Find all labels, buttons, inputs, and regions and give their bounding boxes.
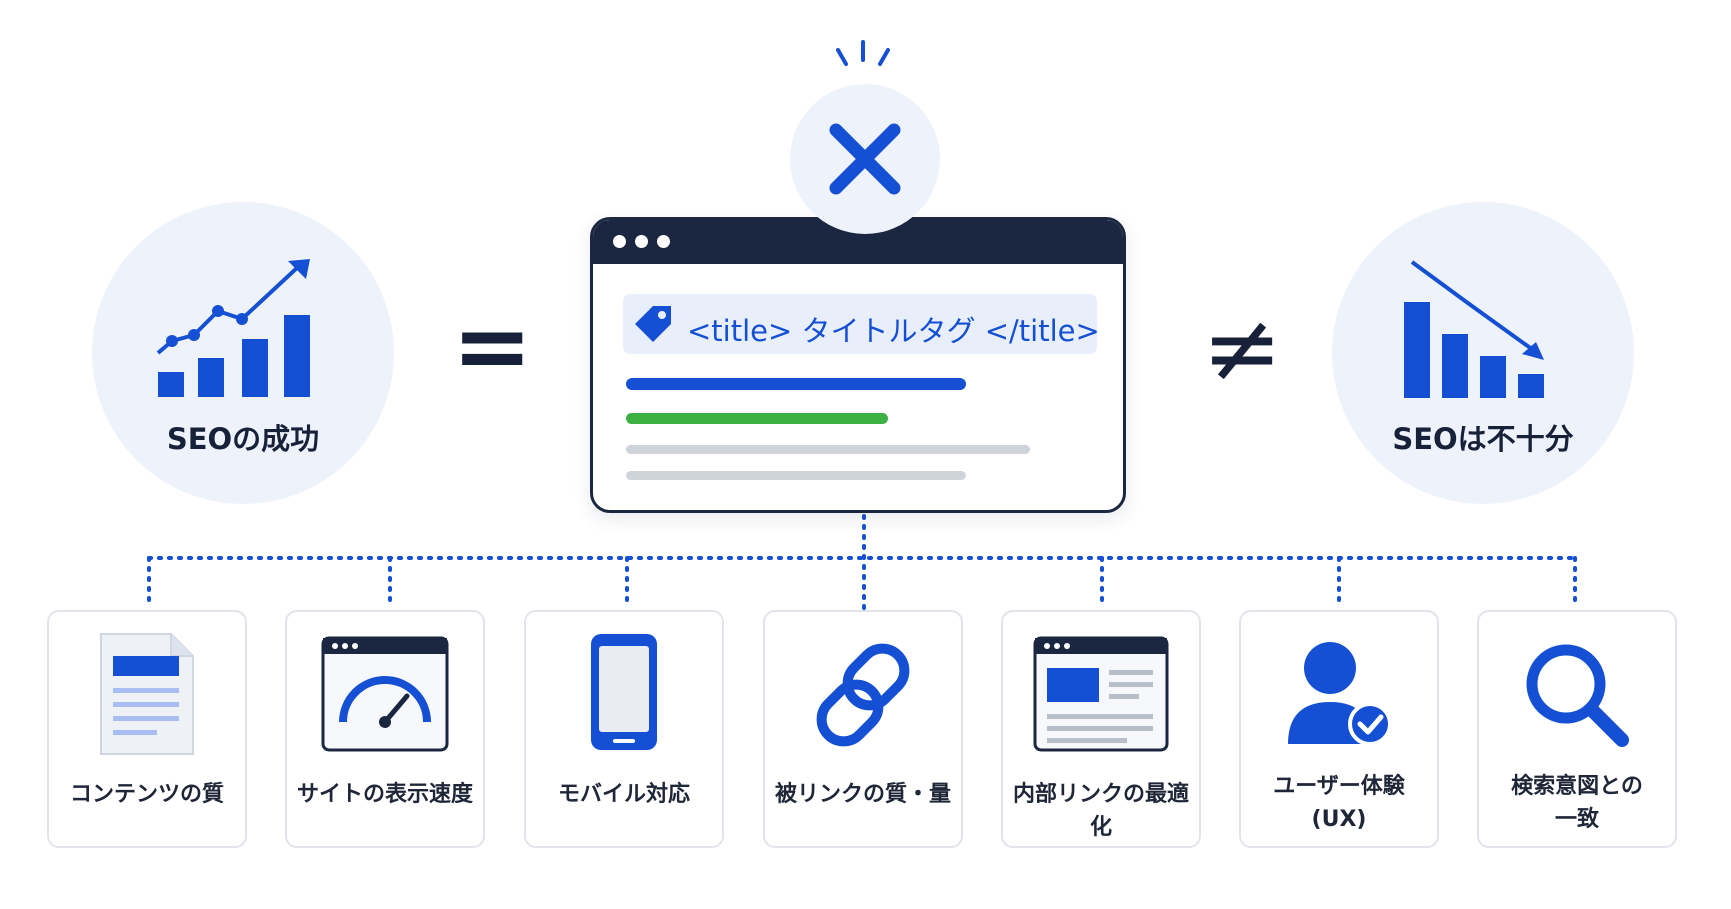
content-line-gray	[626, 471, 966, 480]
document-icon	[100, 633, 194, 755]
factor-label: ユーザー体験 (UX)	[1273, 774, 1405, 832]
smartphone-icon	[591, 634, 657, 750]
cross-badge	[790, 84, 940, 234]
factor-card-page-speed: サイトの表示速度	[285, 610, 485, 848]
window-dot	[657, 235, 670, 248]
title-tag-box: <title> タイトルタグ </title>	[623, 294, 1100, 354]
seo-insufficient-label: SEOは不十分	[1392, 422, 1574, 456]
factor-card-backlinks: 被リンクの質・量	[763, 610, 963, 848]
window-dot	[613, 235, 626, 248]
tag-icon	[635, 306, 671, 342]
growth-bar-chart-icon	[156, 259, 310, 397]
speedometer-icon	[321, 636, 449, 752]
declining-bar-chart-icon	[1404, 260, 1544, 398]
title-tag-text: <title> タイトルタグ </title>	[687, 314, 1100, 348]
factor-card-content-quality: コンテンツの質	[47, 610, 247, 848]
factor-label: 検索意図との 一致	[1511, 774, 1643, 832]
seo-insufficient-circle: SEOは不十分	[1332, 202, 1634, 504]
content-line-gray	[626, 445, 1030, 454]
webpage-layout-icon	[1033, 636, 1169, 752]
user-check-icon	[1288, 642, 1392, 746]
content-line-green	[626, 413, 888, 424]
factor-label: 内部リンクの最適化	[1012, 782, 1189, 840]
factor-label: コンテンツの質	[69, 782, 224, 807]
magnifier-icon	[1526, 644, 1629, 747]
not-equals-sign: ≠	[1202, 292, 1283, 404]
factor-label: モバイル対応	[557, 782, 690, 807]
seo-success-circle: SEOの成功	[92, 202, 394, 504]
factor-card-internal-links: 内部リンクの最適化	[1001, 610, 1201, 848]
factor-card-user-experience: ユーザー体験 (UX)	[1239, 610, 1439, 848]
alert-rays-icon	[836, 40, 890, 66]
seo-success-label: SEOの成功	[166, 422, 320, 456]
factor-label: 被リンクの質・量	[774, 782, 951, 807]
equals-sign: =	[452, 290, 533, 402]
factor-label: サイトの表示速度	[296, 782, 473, 807]
factor-card-mobile: モバイル対応	[524, 610, 724, 848]
chain-link-icon	[816, 643, 910, 747]
factor-card-search-intent: 検索意図との 一致	[1477, 610, 1677, 848]
cross-icon	[829, 123, 901, 195]
content-line-blue	[626, 378, 966, 390]
window-dot	[635, 235, 648, 248]
browser-window: <title> タイトルタグ </title>	[590, 217, 1126, 513]
